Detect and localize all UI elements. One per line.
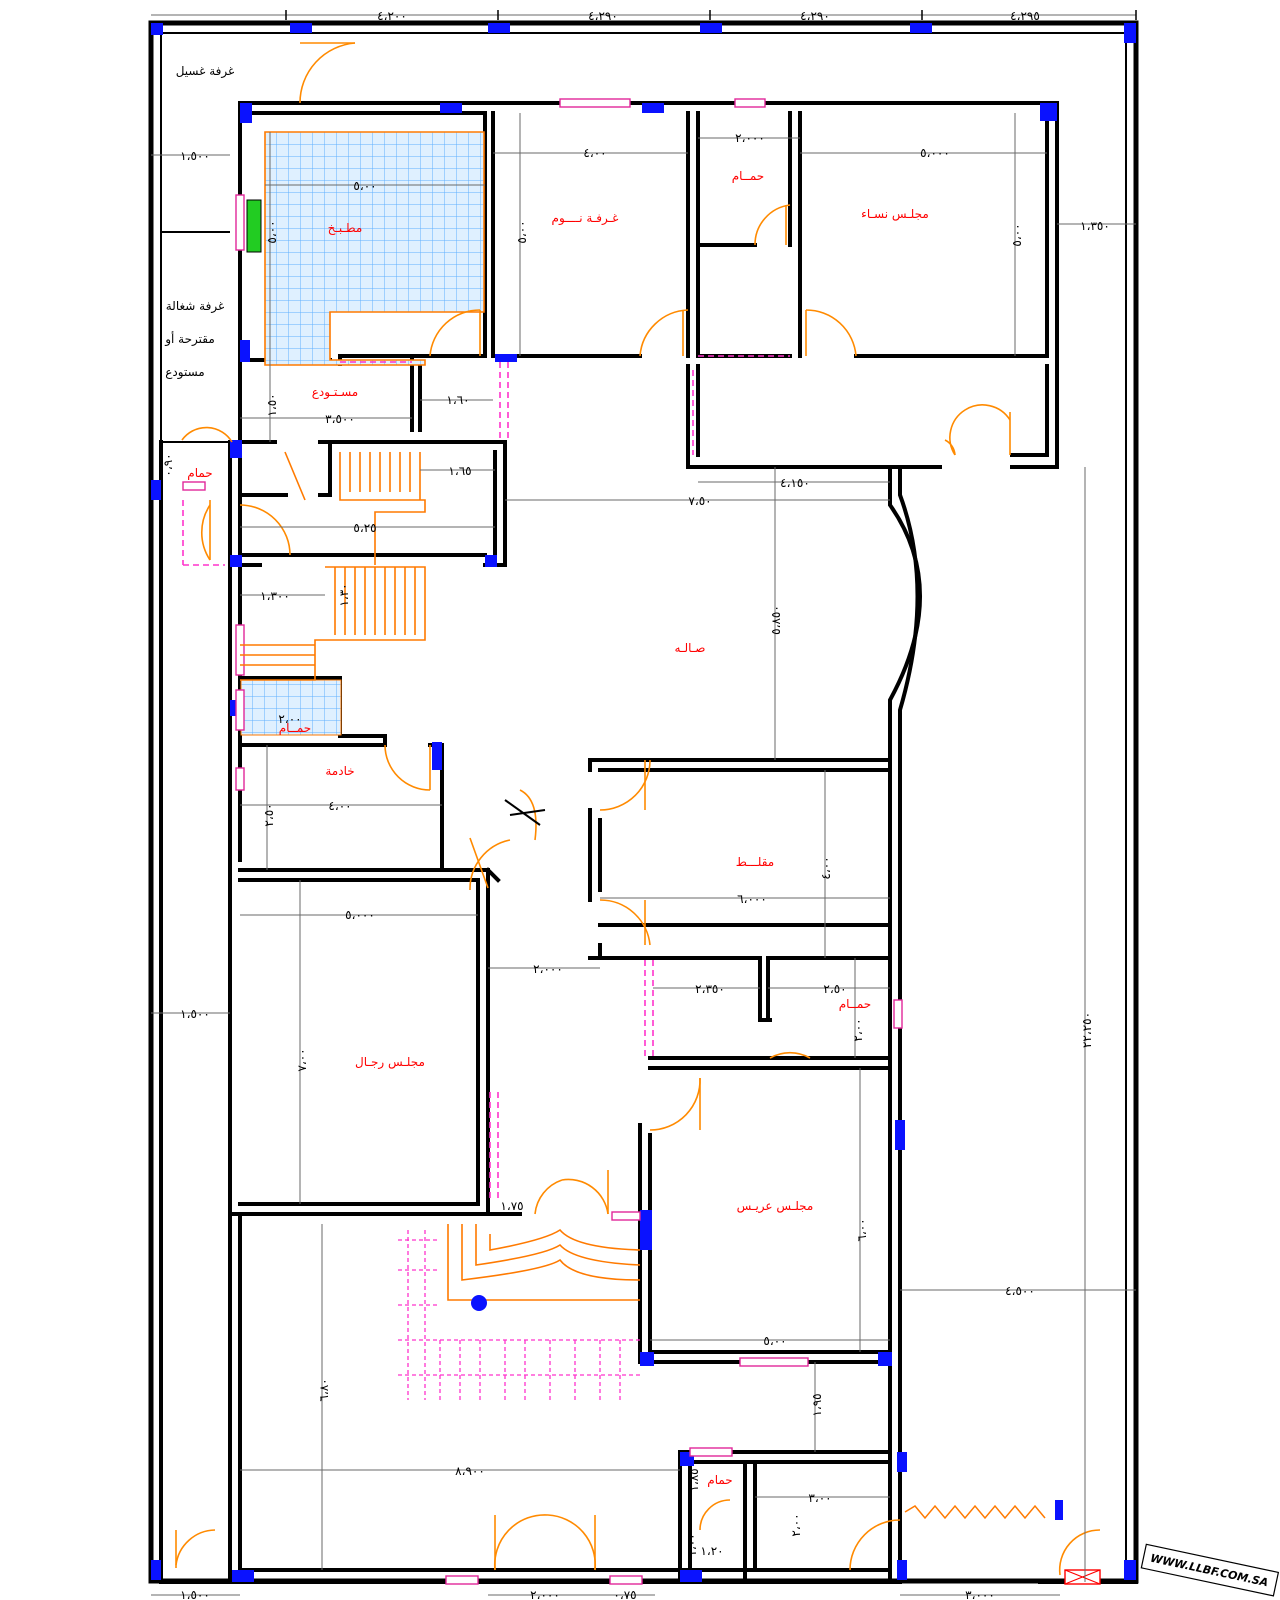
room-label-maid-room-2: مقترحة أو [164, 331, 215, 347]
dim-groom-h: ٦،٠٠ [855, 1218, 869, 1241]
dim-bath-mid-w1: ٢،٣٥٠ [695, 982, 725, 996]
windows [182, 98, 903, 1585]
room-label-entrance-hall: مقلـــط [736, 855, 774, 869]
room-label-groom-majlis: مجلـس عريـس [737, 1199, 814, 1214]
dim-hall-wide: ٧،٥٠ [688, 494, 711, 508]
dim-bath-mid-h: ٢،٠٠ [851, 1018, 865, 1041]
entrance-steps [447, 1224, 641, 1311]
dim-top-2: ٤،٢٩٠ [588, 9, 618, 23]
room-label-bath-top: حمــام [732, 169, 764, 183]
lamp-icon [471, 1295, 487, 1311]
room-label-store: مسـتـودع [312, 385, 359, 400]
room-label-maid-room-3: مستودع [165, 365, 204, 380]
building-walls [159, 101, 1138, 1584]
dim-top-3: ٤،٢٩٠ [800, 9, 830, 23]
dim-top-1: ٤،٢٠٠ [377, 9, 407, 23]
room-label-kitchen: مطـبـخ [328, 221, 363, 235]
dim-laundry-w: ١،٥٠٠ [180, 149, 210, 163]
dim-men-h: ٧،٠٠ [295, 1048, 309, 1071]
room-labels: مطـبـخ غـرفـة نــــوم حمــام مجلـس نسـاء… [187, 169, 929, 1487]
dim-groom-w: ٥،٠٠ [763, 1334, 786, 1348]
room-label-women-majlis: مجلـس نسـاء [861, 207, 929, 222]
room-label-maid-room-1: غرفة شغالة [166, 299, 224, 314]
dim-corridor-w: ١،٦٠ [446, 393, 469, 407]
dim-bottom-2: ٢،٠٠٠ [530, 1588, 560, 1600]
dim-bath-mid-w2: ٢،٥٠ [823, 982, 846, 996]
dim-groom-setback: ٤،٥٠٠ [1005, 1284, 1035, 1298]
dim-entrance-h: ٤،٠٠ [819, 856, 833, 879]
dim-stair-land-1: ١،٣٠٠ [260, 589, 290, 603]
room-label-bath-mid: حمــام [839, 997, 871, 1011]
dimension-lines [151, 113, 1136, 1596]
service-labels: غرفة غسيل غرفة شغالة مقترحة أو مستودع [164, 64, 234, 380]
dim-bath-bottom-w: ١،٢٠ [700, 1544, 723, 1558]
dim-yard-h: ٦،٨٠ [317, 1378, 331, 1401]
structural-columns [151, 23, 1136, 1582]
watermark-stamp: WWW.LLBF.COM.SA [1140, 1543, 1280, 1597]
dim-kitchen-w: ٥،٠٠ [353, 179, 376, 193]
dim-lower-gap: ١،٩٥ [810, 1393, 824, 1416]
dim-bottom-3: ٠،٧٥ [613, 1588, 636, 1600]
paving-pattern [398, 1230, 640, 1400]
dim-entry-gap: ١،٧٥ [500, 1199, 523, 1213]
dim-bath-left-h: ٠،٩٠ [161, 453, 175, 476]
dim-corridor2-w: ٢،٠٠٠ [533, 962, 563, 976]
dim-store-h: ١،٥٠ [265, 393, 279, 416]
dim-right-setback: ١،٣٥٠ [1080, 219, 1110, 233]
dim-store-w: ٣،٥٠٠ [325, 412, 355, 426]
dim-bottom-4: ٣،٠٠٠ [965, 1588, 995, 1600]
dim-maid-h: ٢،٥٠ [262, 803, 276, 826]
dim-bath-w: ٢،٠٠٠ [735, 131, 765, 145]
room-label-hall: صـالـه [675, 641, 706, 655]
room-label-bath-bottom: حمام [707, 1473, 732, 1487]
dim-bath-bottom-s: ١،٠٠ [685, 1533, 699, 1556]
room-label-laundry: غرفة غسيل [176, 64, 235, 79]
dim-left-setback: ١،٥٠٠ [180, 1007, 210, 1021]
room-label-bath-left: حمام [187, 466, 212, 480]
dim-bath-bottom-h2: ٢،٠٠ [789, 1513, 803, 1536]
room-label-maid: خادمة [325, 764, 354, 778]
dim-men-w: ٥،٠٠٠ [345, 908, 375, 922]
dim-women-h: ٥،٠٠ [1010, 223, 1024, 246]
dim-bottom-1: ١،٥٠٠ [180, 1588, 210, 1600]
dim-bedroom-w: ٤،٠٠ [583, 146, 606, 160]
dim-bath-bottom-d: ٣،٠٠ [808, 1491, 831, 1505]
dim-right-total: ٢٢،٢٥٠ [1080, 1012, 1094, 1048]
dim-entrance-w: ٦،٠٠٠ [737, 892, 767, 906]
top-dimension-line [151, 10, 1137, 20]
dim-maid-w: ٤،٠٠ [328, 799, 351, 813]
dim-stair-len: ٥،٢٥ [353, 521, 376, 535]
dim-bath-small-w: ٢،٠٠ [278, 712, 301, 726]
openings [182, 355, 790, 1200]
doors [175, 42, 1101, 1576]
room-label-bedroom: غـرفـة نــــوم [552, 211, 619, 226]
sink-icon [246, 199, 262, 253]
sliding-gate [904, 1504, 1101, 1585]
kitchen-tile-area [264, 131, 485, 366]
room-label-bath-small: حمــام [279, 721, 311, 735]
dimension-labels: ٤،٢٠٠ ٤،٢٩٠ ٤،٢٩٠ ٤،٢٩٥ ١،٥٠٠ ٥،٠٠ ٥،٠٠ … [161, 9, 1110, 1600]
dim-top-4: ٤،٢٩٥ [1010, 9, 1040, 23]
dim-bedroom-h: ٥،٠٠ [515, 220, 529, 243]
staircase [240, 451, 426, 681]
dim-kitchen-h: ٥،٠٠ [265, 220, 279, 243]
dim-hall-h: ٥،٨٥٠ [769, 605, 783, 635]
room-label-men-majlis: مجلـس رجـال [355, 1055, 425, 1070]
dim-stair-land-2: ١،٣٠ [337, 583, 351, 606]
dim-women-w: ٥،٠٠٠ [920, 146, 950, 160]
dim-stair-w: ١،٦٥ [448, 464, 471, 478]
dim-hall-w: ٤،١٥٠ [780, 476, 810, 490]
dim-bath-bottom-h: ١،٨٥ [687, 1468, 701, 1491]
dim-yard-w: ٨،٩٠٠ [455, 1464, 485, 1478]
